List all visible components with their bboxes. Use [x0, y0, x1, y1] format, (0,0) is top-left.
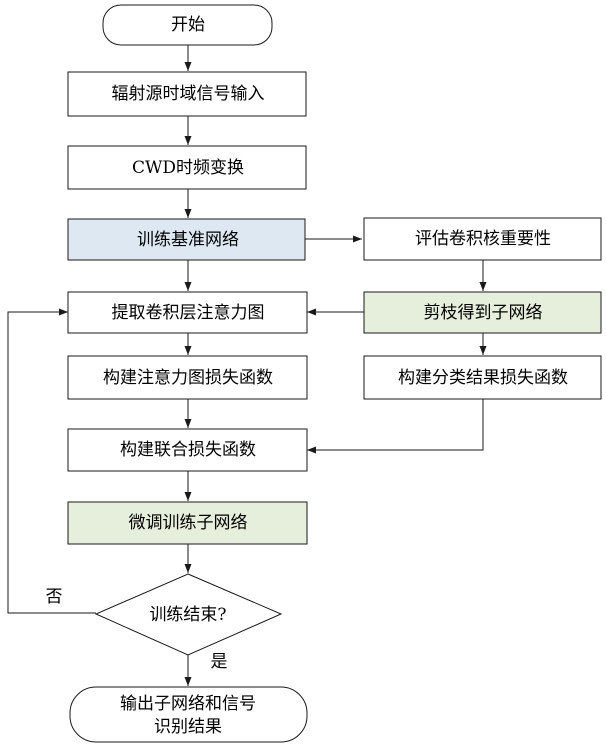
attention-loss-box [67, 355, 308, 400]
prune-node: 剪枝得到子网络 [363, 291, 602, 334]
cwd-label: CWD时频变换 [132, 158, 244, 178]
prune-label: 剪枝得到子网络 [424, 303, 543, 323]
output-label-line2: 识别结果 [154, 717, 222, 737]
classification-loss-node: 构建分类结果损失函数 [363, 355, 602, 400]
connectors [7, 45, 487, 686]
attention-loss-label: 构建注意力图损失函数 [103, 368, 273, 388]
arrow-classloss-to-joint [307, 399, 484, 454]
decision-node: 训练结束? [94, 573, 283, 656]
start-terminal-shape [102, 4, 273, 46]
output-terminal-shape [69, 686, 308, 743]
radar-input-node: 辐射源时域信号输入 [67, 71, 307, 117]
joint-loss-label: 构建联合损失函数 [120, 440, 256, 460]
radar-input-box [67, 71, 307, 117]
extract-attention-box [67, 291, 308, 334]
cwd-node: CWD时频变换 [67, 145, 307, 190]
decision-diamond [94, 573, 283, 656]
cwd-box [67, 145, 307, 190]
attention-loss-node: 构建注意力图损失函数 [67, 355, 308, 400]
start-label: 开始 [171, 15, 205, 35]
eval-kernel-node: 评估卷积核重要性 [363, 217, 602, 261]
finetune-node: 微调训练子网络 [67, 501, 308, 545]
start-node: 开始 [102, 4, 273, 46]
eval-kernel-label: 评估卷积核重要性 [415, 229, 551, 249]
branch-yes-label: 是 [211, 652, 228, 672]
eval-kernel-box [363, 217, 602, 261]
extract-attention-label: 提取卷积层注意力图 [112, 303, 265, 323]
joint-loss-node: 构建联合损失函数 [67, 428, 308, 472]
train-base-node: 训练基准网络 [67, 218, 306, 261]
train-base-label: 训练基准网络 [137, 230, 239, 250]
arrow-decision-no-loop [7, 308, 96, 614]
classification-loss-box [363, 355, 602, 400]
decision-label: 训练结束? [149, 605, 226, 625]
prune-box [363, 291, 602, 334]
finetune-label: 微调训练子网络 [129, 513, 248, 533]
radar-input-label: 辐射源时域信号输入 [112, 84, 265, 104]
branch-no-label: 否 [46, 587, 63, 607]
finetune-box [67, 501, 308, 545]
output-node: 输出子网络和信号 识别结果 [69, 686, 308, 743]
classification-loss-label: 构建分类结果损失函数 [398, 368, 568, 388]
joint-loss-box [67, 428, 308, 472]
output-label-line1: 输出子网络和信号 [120, 694, 256, 714]
train-base-box [67, 218, 306, 261]
extract-attention-node: 提取卷积层注意力图 [67, 291, 308, 334]
